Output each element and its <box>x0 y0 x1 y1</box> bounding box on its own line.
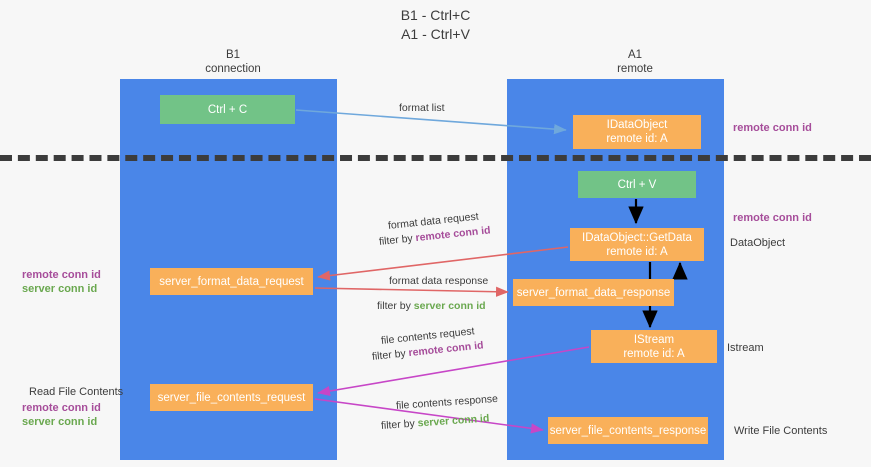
node-server-format-data-response[interactable]: server_format_data_response <box>513 279 674 306</box>
edge-label-file-contents-response: file contents response <box>395 392 499 412</box>
node-file-contents-request-label: server_file_contents_request <box>157 391 306 404</box>
page-title: B1 - Ctrl+C A1 - Ctrl+V <box>400 7 471 42</box>
node-istream-line2: remote id: A <box>623 347 685 360</box>
node-ctrl-v[interactable]: Ctrl + V <box>578 171 696 198</box>
column-header-a1: A1 remote <box>617 49 653 75</box>
node-format-data-request-label: server_format_data_request <box>159 275 304 288</box>
note-write-file-contents: Write File Contents <box>734 425 828 437</box>
column-header-b1: B1 connection <box>205 49 261 75</box>
node-ctrl-c[interactable]: Ctrl + C <box>160 95 295 124</box>
note-remote-conn-id-top: remote conn id <box>733 122 812 134</box>
filter-prefix: filter by <box>377 300 414 312</box>
node-getdata-line1: IDataObject::GetData <box>582 231 692 244</box>
note-data-object: DataObject <box>730 237 786 249</box>
note-server-conn-id: server conn id <box>22 283 98 295</box>
node-ctrl-c-label: Ctrl + C <box>207 103 248 116</box>
node-server-file-contents-response[interactable]: server_file_contents_response <box>548 417 708 444</box>
node-format-data-response-label: server_format_data_response <box>516 286 671 299</box>
filter-value-server-conn-id: server conn id <box>417 412 490 430</box>
node-idataobject[interactable]: IDataObject remote id: A <box>573 115 701 149</box>
node-idataobject-line2: remote id: A <box>606 133 668 145</box>
node-ctrl-v-label: Ctrl + V <box>617 178 657 191</box>
edge-format-data-response <box>314 286 509 297</box>
filter-prefix: filter by <box>378 232 417 248</box>
note-remote-conn-id: remote conn id <box>22 269 101 281</box>
node-server-format-data-request[interactable]: server_format_data_request <box>150 268 313 295</box>
node-file-contents-response-label: server_file_contents_response <box>549 424 707 437</box>
edge-label-format-data-response: format data response <box>389 275 489 287</box>
note-conn-ids-file: remote conn id server conn id <box>22 401 101 429</box>
note-istream: Istream <box>727 342 764 354</box>
filter-prefix: filter by <box>371 347 410 363</box>
node-istream[interactable]: IStream remote id: A <box>591 330 717 363</box>
node-istream-line1: IStream <box>633 333 675 346</box>
note-remote-conn-id: remote conn id <box>22 402 101 414</box>
node-idataobject-line1: IDataObject <box>606 119 668 131</box>
note-remote-conn-id-mid: remote conn id <box>733 212 812 224</box>
note-read-file-contents: Read File Contents <box>29 386 124 398</box>
filter-value-server-conn-id: server conn id <box>413 300 486 312</box>
note-conn-ids-format: remote conn id server conn id <box>22 268 101 296</box>
edge-label-format-list: format list <box>399 102 445 114</box>
note-server-conn-id: server conn id <box>22 416 98 428</box>
edge-label-file-contents-response-filter: filter by server conn id <box>381 411 490 433</box>
phase-divider <box>0 155 871 161</box>
node-getdata-line2: remote id: A <box>606 245 668 258</box>
node-idataobject-getdata[interactable]: IDataObject::GetData remote id: A <box>570 228 704 261</box>
node-server-file-contents-request[interactable]: server_file_contents_request <box>150 384 313 411</box>
filter-prefix: filter by <box>380 417 419 432</box>
edge-label-format-data-response-filter: filter by server conn id <box>377 299 486 313</box>
